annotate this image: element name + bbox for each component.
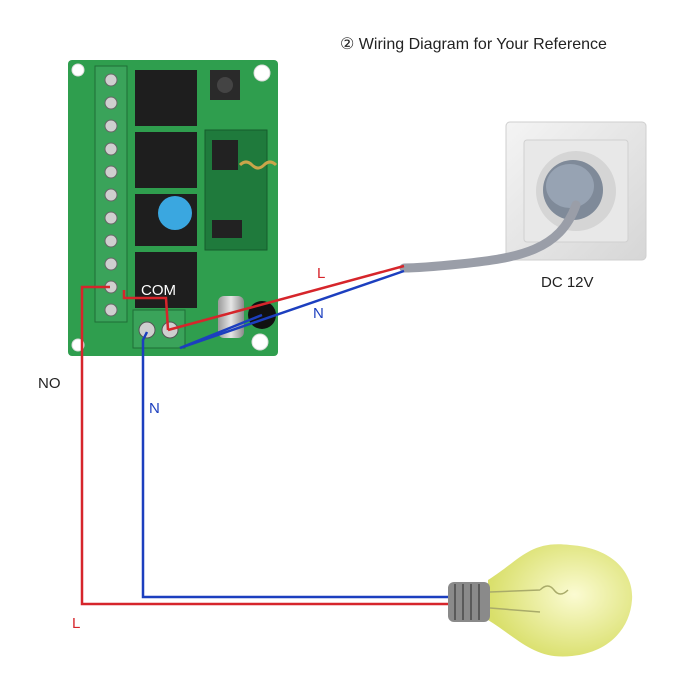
plug-face bbox=[546, 164, 594, 208]
chip bbox=[212, 140, 238, 170]
bulb-filament bbox=[489, 585, 569, 613]
terminal-screws bbox=[104, 73, 118, 317]
relay bbox=[135, 70, 197, 126]
power-cable bbox=[399, 200, 581, 273]
live-wire bbox=[167, 264, 405, 332]
neutral-wire-down bbox=[141, 331, 448, 599]
neutral-wire bbox=[179, 269, 405, 350]
relay bbox=[135, 132, 197, 188]
power-screw bbox=[138, 321, 156, 339]
antenna-coil bbox=[238, 160, 278, 170]
light-bulb bbox=[448, 544, 633, 657]
com-terminal-label: COM bbox=[141, 282, 176, 299]
no-wire bbox=[80, 285, 448, 606]
relay-board bbox=[68, 60, 278, 356]
bulb-glass bbox=[488, 544, 633, 657]
diagram-title: ② Wiring Diagram for Your Reference bbox=[340, 36, 607, 53]
live-label-bottom: L bbox=[72, 615, 81, 632]
mount-hole bbox=[71, 63, 85, 77]
mount-hole bbox=[251, 333, 269, 351]
mount-hole bbox=[253, 64, 271, 82]
live-label-top: L bbox=[317, 265, 326, 282]
live-wire-board bbox=[122, 290, 170, 331]
neutral-loop bbox=[179, 313, 263, 350]
dc-voltage-label: DC 12V bbox=[541, 274, 594, 291]
neutral-label-middle: N bbox=[149, 400, 160, 417]
wall-socket bbox=[505, 121, 647, 261]
chip bbox=[212, 220, 242, 238]
qc-badge bbox=[158, 196, 192, 230]
neutral-label-top: N bbox=[313, 305, 324, 322]
no-terminal-label: NO bbox=[38, 375, 61, 392]
